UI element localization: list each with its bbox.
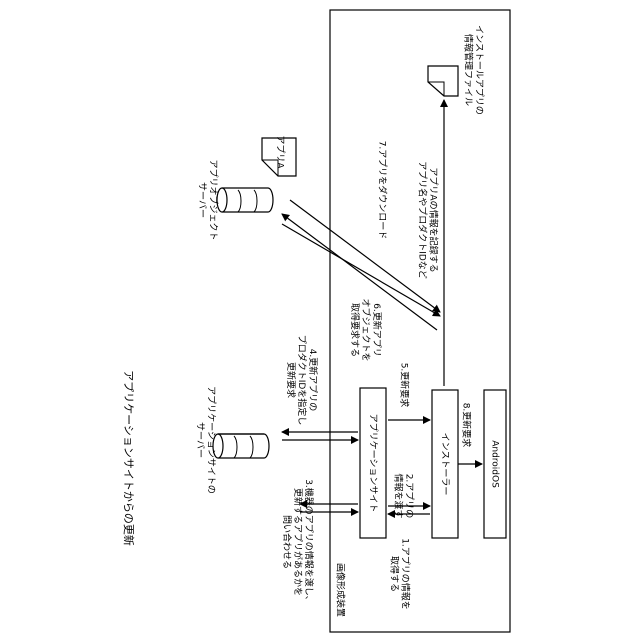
step4-label: 4.更新アプリのプロダクトIDを指定し更新要求 [286, 335, 320, 426]
step1-label: 1.アプリの情報を取得する [389, 538, 412, 610]
app-a-file-label: アプリA [275, 135, 286, 169]
step6-label: 6.更新アプリオブジェクトを取得要求する [350, 298, 384, 361]
step3-label: 3.機器のアプリの情報を渡し、更新するアプリがあるかを問い合わせる [282, 479, 316, 605]
installer-label: インストーラー [440, 433, 451, 496]
app-site-label: アプリケーションサイト [368, 414, 379, 513]
install-info-file-icon [428, 66, 458, 96]
site-server-database-icon [213, 434, 269, 458]
step5-label: 5.更新要求 [399, 363, 411, 408]
arrow-step3-4-site-server [282, 432, 358, 440]
step2-label: 2.アプリの情報を渡す [393, 473, 415, 518]
record-note-label: アプリAの情報を記録するアプリ名やプロダクトIDなど [417, 161, 440, 279]
object-server-label: アプリオブジェクトサーバー [197, 159, 220, 240]
site-server-label: アプリケーションサイトのサーバー [195, 386, 217, 494]
install-info-file-label: インストールアプリの情報管理ファイル [463, 25, 485, 115]
step7-label: 7.アプリをダウンロード [377, 141, 389, 240]
android-label: AndroidOS [490, 440, 500, 488]
object-server-database-icon [217, 188, 273, 212]
step8-label: 8.更新要求 [461, 403, 473, 448]
device-box-label: 画像形成装置 [335, 563, 347, 617]
diagram-title: アプリケーションサイトからの更新 [122, 370, 136, 546]
